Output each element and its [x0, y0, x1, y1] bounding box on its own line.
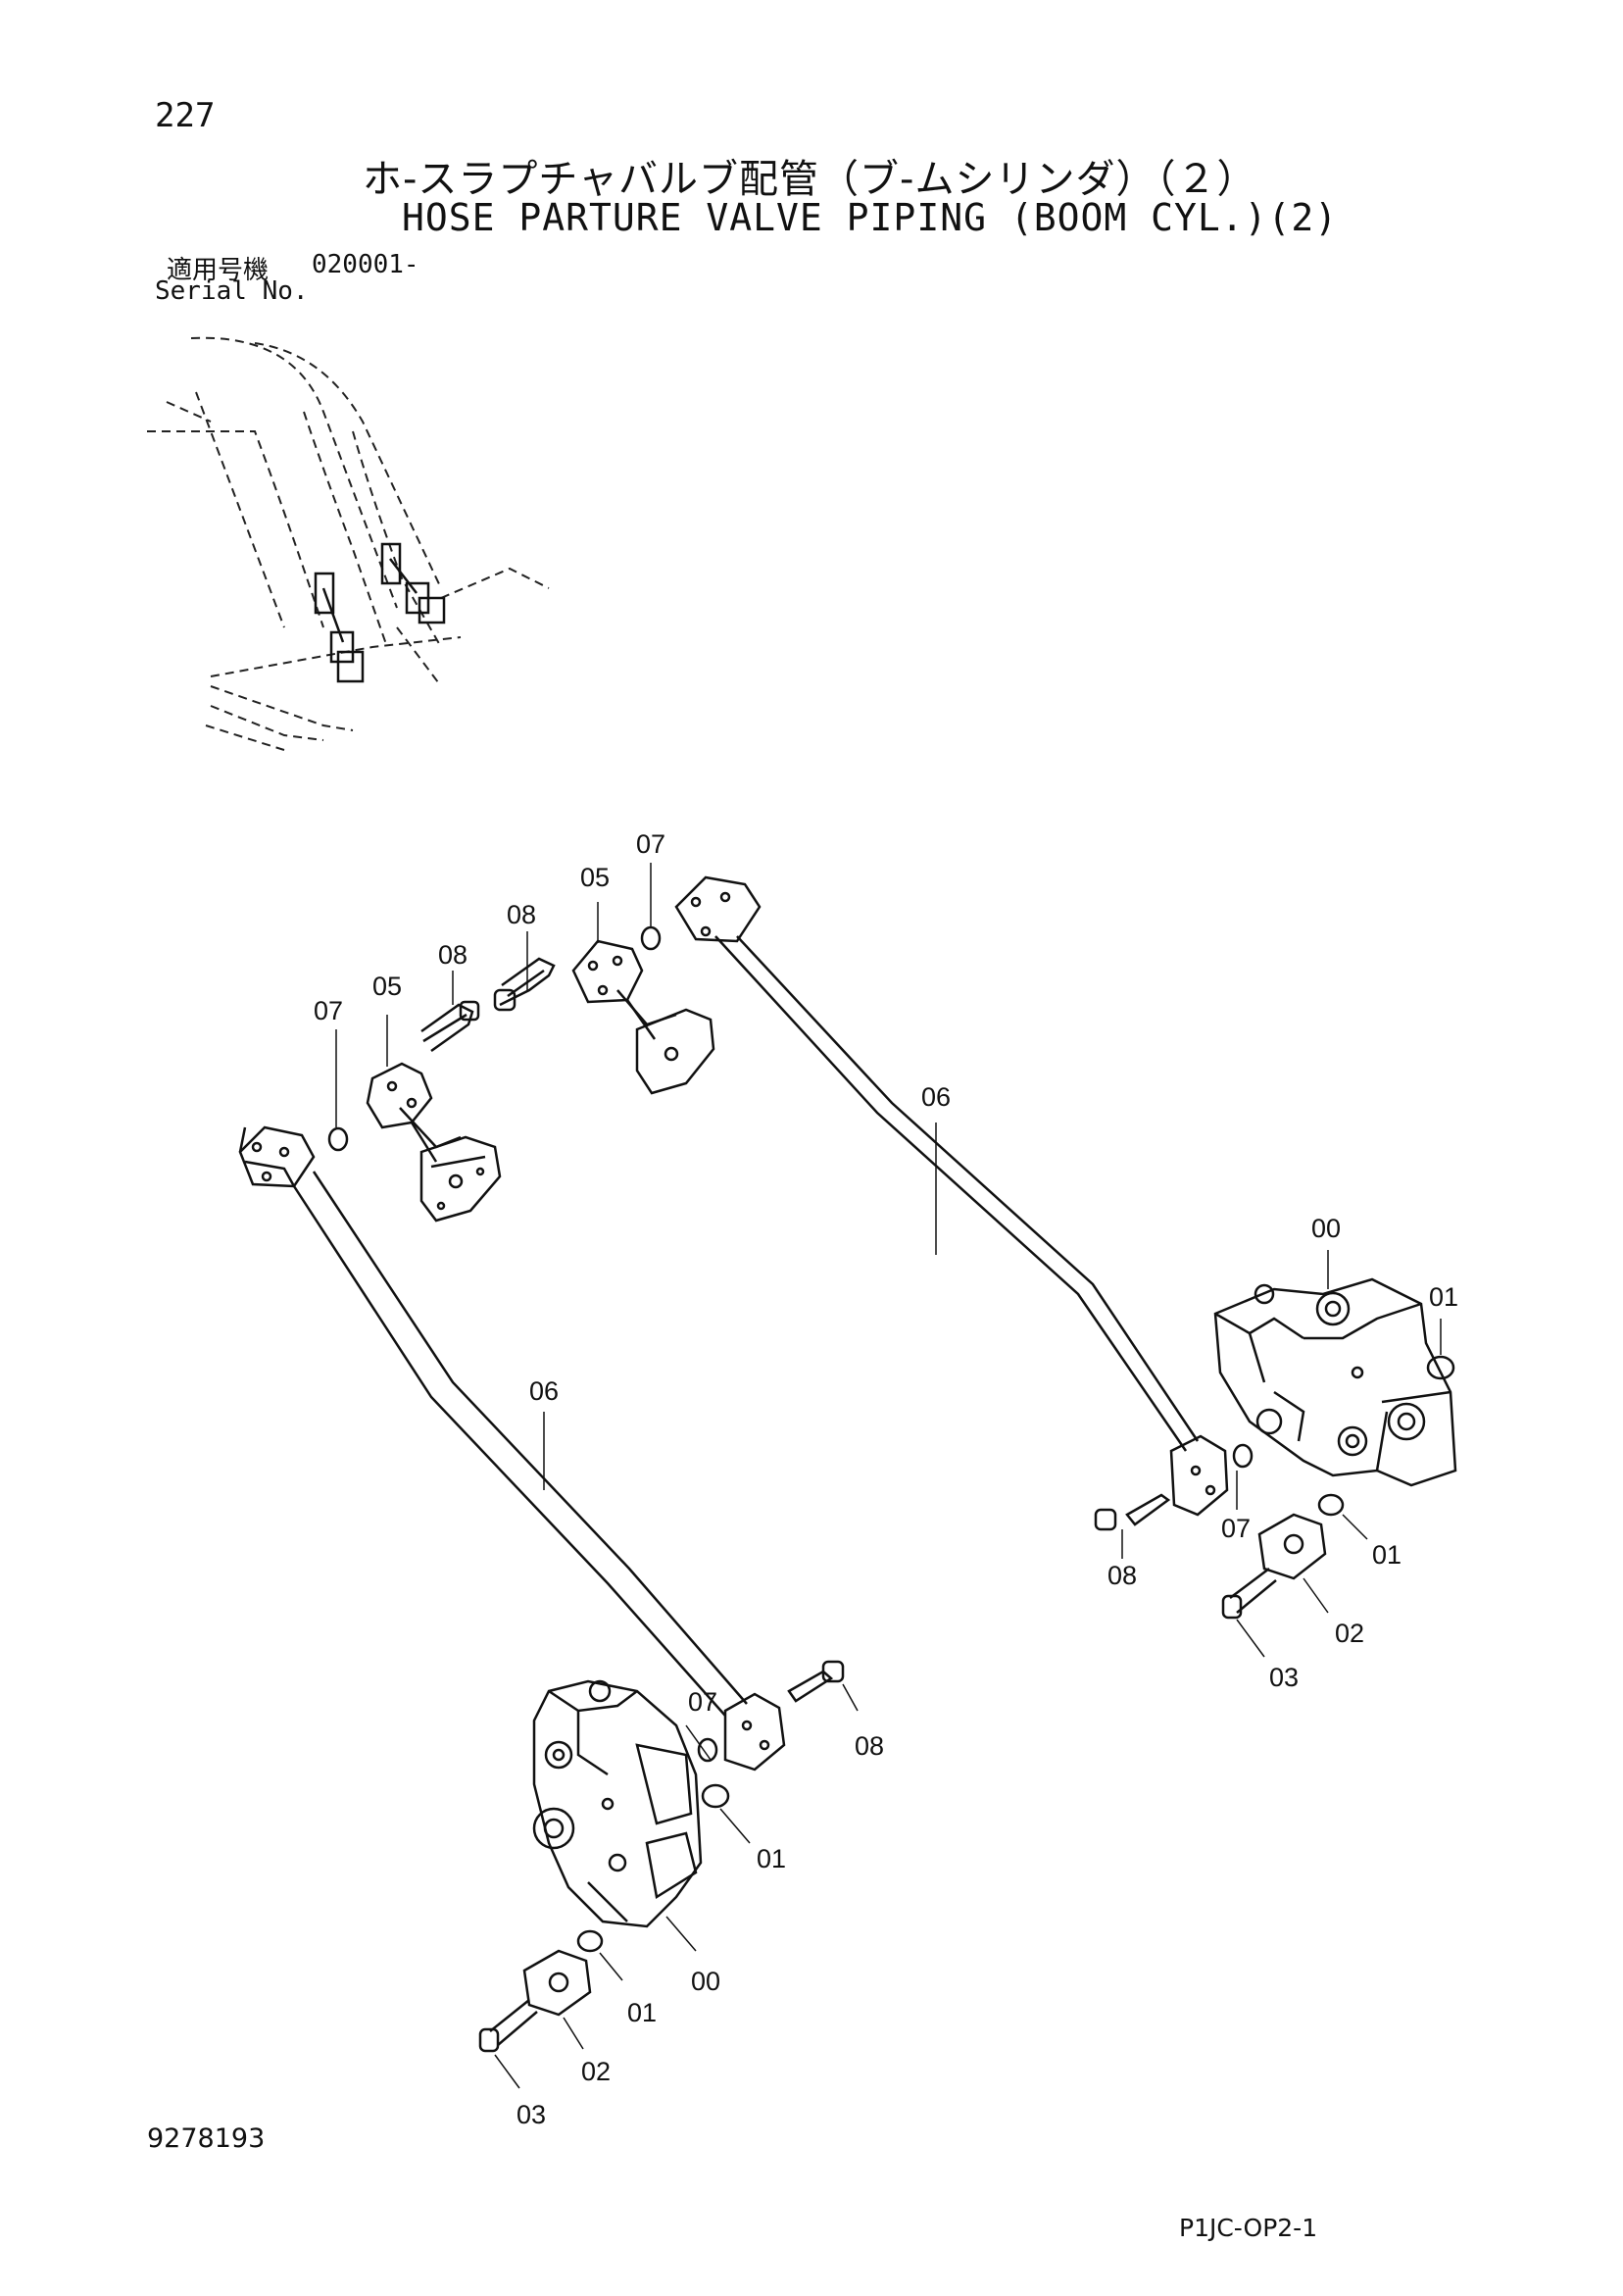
document-number: 9278193 [147, 2123, 266, 2154]
callout-03-bottom: 03 [516, 2100, 546, 2129]
leader-lines [335, 863, 1442, 2089]
callout-05-left: 05 [372, 972, 402, 1001]
valve-block-bottom [532, 1679, 703, 1928]
title-japanese: ホ-スラプチャバルブ配管（ブ-ムシリンダ）（２） [363, 157, 1257, 202]
callout-03-right: 03 [1269, 1663, 1299, 1692]
callout-01-bottom-a: 01 [757, 1844, 786, 1873]
callout-07-bottom: 07 [688, 1687, 717, 1717]
serial-value: 020001- [312, 250, 419, 279]
overview-valves [314, 542, 446, 683]
flange-assembly-left [238, 1000, 502, 1223]
callout-06-right: 06 [921, 1082, 951, 1112]
seal-rings-bottom [478, 1783, 730, 2053]
callout-01-right-top: 01 [1429, 1282, 1458, 1312]
page-code: P1JC-OP2-1 [1179, 2214, 1318, 2242]
overview-sketch [147, 336, 550, 751]
callout-01-right-mid: 01 [1372, 1540, 1402, 1570]
pipe-06-right [674, 875, 1254, 1531]
callout-08-top: 08 [507, 900, 536, 929]
callout-07-top: 07 [636, 829, 665, 859]
callout-01-bottom-b: 01 [627, 1998, 657, 2027]
callout-02-right: 02 [1335, 1619, 1364, 1648]
callout-02-bottom: 02 [581, 2057, 611, 2086]
callout-08-left: 08 [438, 940, 467, 970]
page-number: 227 [155, 96, 216, 135]
callout-00-right: 00 [1311, 1214, 1341, 1243]
callout-05-top: 05 [580, 863, 610, 892]
callout-07-left: 07 [314, 996, 343, 1025]
callout-07-right: 07 [1221, 1514, 1251, 1543]
seal-rings-right [1221, 1355, 1455, 1620]
callout-06-left: 06 [529, 1376, 559, 1406]
callout-08-bottom: 08 [855, 1731, 884, 1761]
serial-label-japanese: 適用号機 [167, 256, 270, 285]
valve-block-right [1213, 1277, 1457, 1487]
pipe-06-left [238, 1126, 845, 1772]
callout-00-bottom: 00 [691, 1967, 720, 1996]
serial-label-english: Serial No. [155, 276, 309, 306]
title-english: HOSE PARTURE VALVE PIPING (BOOM CYL.)(2) [402, 196, 1339, 239]
callout-08-right: 08 [1107, 1561, 1137, 1590]
